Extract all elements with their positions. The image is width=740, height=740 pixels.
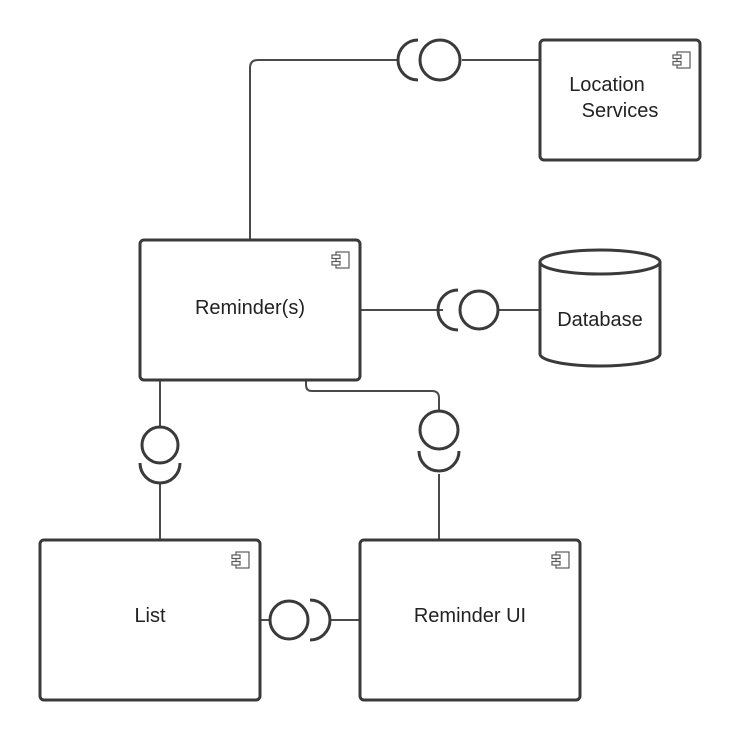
interface-list-ui: [268, 598, 332, 642]
interface-list: [138, 425, 182, 485]
socket-list: [138, 462, 182, 485]
location-services-box: [538, 38, 702, 162]
ball-list-ui: [268, 599, 310, 641]
location-services-label-line1: Location: [569, 74, 645, 96]
connectors: [159, 59, 540, 621]
reminders-box: [138, 238, 362, 382]
reminders-label: Reminder(s): [195, 297, 305, 319]
ball-location: [418, 38, 462, 82]
socket-list-ui: [309, 598, 332, 642]
ball-database: [458, 289, 500, 331]
reminder-ui-label: Reminder UI: [414, 605, 526, 627]
ball-reminder-ui-top: [418, 409, 460, 451]
component-database: Database: [538, 248, 662, 368]
ball-list: [140, 425, 180, 465]
list-box: [38, 538, 262, 702]
component-reminder-ui: Reminder UI: [358, 538, 582, 702]
socket-database: [436, 288, 459, 332]
database-cylinder-top: [538, 248, 662, 276]
component-location-services: Location Services: [538, 38, 702, 162]
component-icon: [672, 51, 691, 69]
location-services-label-line2: Services: [582, 100, 659, 122]
socket-reminder-ui-top: [417, 450, 461, 473]
component-icon: [551, 551, 570, 569]
interface-reminder-ui-top: [417, 409, 461, 473]
interface-location: [396, 38, 462, 82]
interface-database: [436, 288, 500, 332]
connector-reminders-ui-top: [305, 380, 440, 410]
interfaces: [138, 38, 500, 642]
database-label: Database: [557, 309, 643, 331]
component-list: List: [38, 538, 262, 702]
list-label: List: [134, 605, 166, 627]
component-icon: [331, 251, 350, 269]
component-icon: [231, 551, 250, 569]
database-cylinder-body: [538, 262, 662, 368]
socket-location: [396, 38, 419, 82]
component-reminders: Reminder(s): [138, 238, 362, 382]
reminder-ui-box: [358, 538, 582, 702]
connector-reminders-location: [249, 59, 398, 240]
